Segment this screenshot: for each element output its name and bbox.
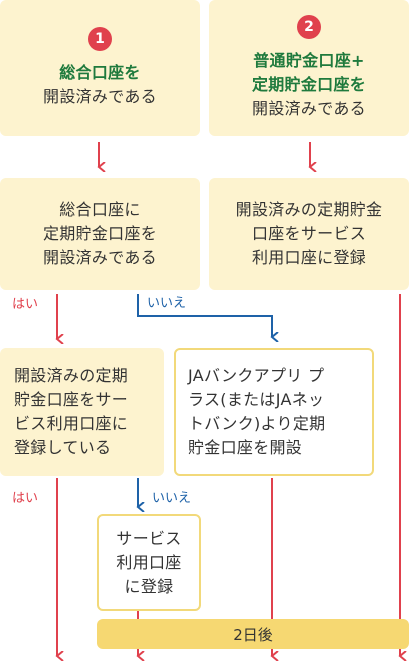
- label-yes-2: はい: [12, 491, 39, 506]
- box6-line1: JAバンクアプリ プ: [188, 366, 325, 385]
- box7-line1: サービス: [116, 528, 182, 548]
- box6-line2: ラス(またはJAネッ: [188, 390, 325, 409]
- box4-line3: 利用口座に登録: [251, 248, 367, 267]
- action-box-4: 開設済みの定期貯金 口座をサービス 利用口座に登録: [209, 178, 409, 290]
- box4-line2: 口座をサービス: [251, 224, 367, 243]
- label-no-1: いいえ: [147, 296, 187, 311]
- box7-line2: 利用口座: [116, 552, 182, 572]
- label-yes-1: はい: [12, 297, 39, 312]
- box4-line1: 開設済みの定期貯金: [235, 200, 383, 219]
- start-box-2: 2 普通貯金口座+ 定期貯金口座を 開設済みである: [209, 0, 409, 136]
- box2-line3: 開設済みである: [252, 99, 366, 118]
- box5-line3: ビス利用口座に: [14, 414, 129, 433]
- box5-line1: 開設済みの定期: [14, 366, 129, 385]
- step-number-badge-2: 2: [297, 15, 321, 39]
- label-no-2: いいえ: [152, 491, 192, 506]
- box6-line4: 貯金口座を開設: [188, 438, 303, 457]
- step-number-badge-1: 1: [88, 27, 112, 51]
- question-box-3: 総合口座に 定期貯金口座を 開設済みである: [0, 178, 200, 290]
- box3-line2: 定期貯金口座を: [42, 224, 158, 243]
- two-days-later-text: 2日後: [233, 625, 273, 644]
- box3-line1: 総合口座に: [59, 200, 141, 219]
- action-box-7: サービス 利用口座 に登録: [97, 514, 201, 611]
- box2-line2: 定期貯金口座を: [251, 75, 367, 94]
- start-box-1: 1 総合口座を 開設済みである: [0, 0, 200, 136]
- action-box-6: JAバンクアプリ プ ラス(またはJAネッ トバンク)より定期 貯金口座を開設: [174, 348, 374, 476]
- box3-line3: 開設済みである: [43, 248, 157, 267]
- question-box-5: 開設済みの定期 貯金口座をサー ビス利用口座に 登録している: [0, 348, 164, 476]
- box7-line3: に登録: [124, 576, 174, 596]
- box2-line1: 普通貯金口座+: [253, 51, 365, 70]
- box1-line1: 総合口座を: [59, 63, 141, 82]
- arrow-box3-no: [137, 294, 272, 337]
- two-days-later-bar: 2日後: [97, 619, 409, 649]
- box1-line2: 開設済みである: [43, 87, 157, 106]
- box6-line3: トバンク)より定期: [188, 414, 326, 433]
- box5-line4: 登録している: [14, 438, 112, 457]
- box5-line2: 貯金口座をサー: [14, 390, 129, 409]
